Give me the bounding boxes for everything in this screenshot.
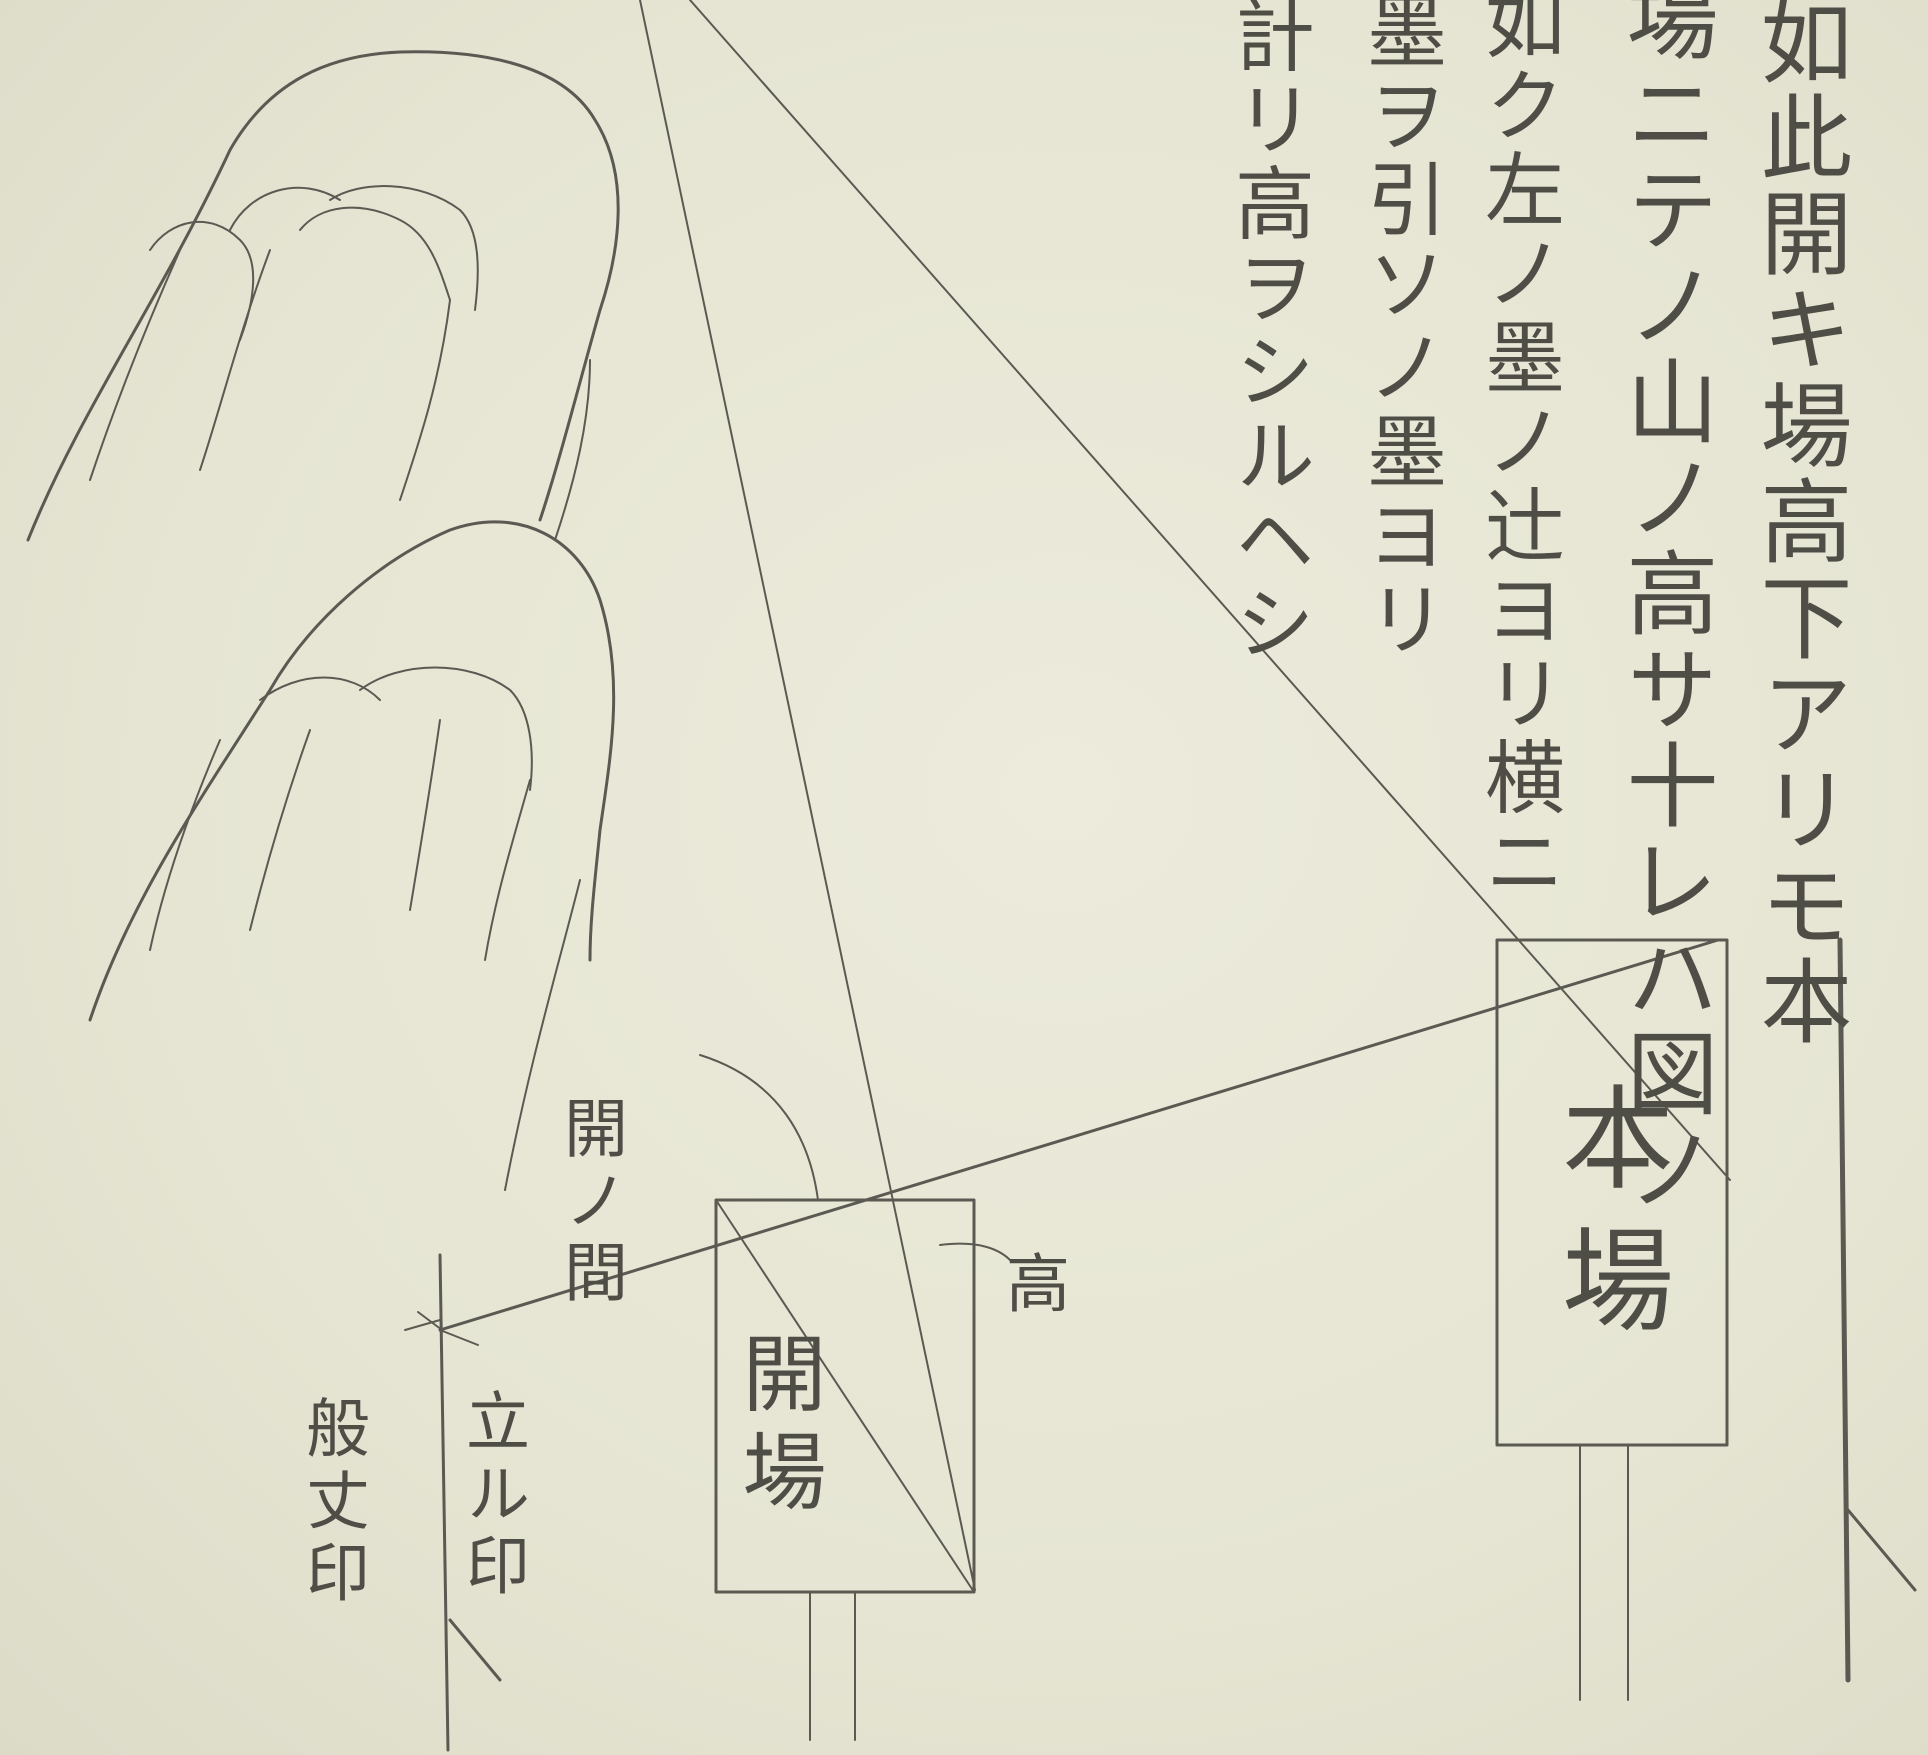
taka-bracket xyxy=(939,1242,1011,1261)
honba-marker xyxy=(1495,938,1729,1701)
text-column-1: 如此開キ場高下アリモ本 xyxy=(1745,0,1852,1050)
mountain-lower-hatch-5 xyxy=(484,779,531,961)
mountain-drawing xyxy=(26,50,620,1191)
hirakiba-label: 開場 xyxy=(729,1330,827,1526)
mountain-upper-ridge-2 xyxy=(229,186,341,231)
mountain-upper-hatch-1 xyxy=(89,249,181,481)
sight-line-to-hirakiba xyxy=(639,0,976,1591)
hirakiba-box xyxy=(714,1198,976,1594)
taka-label: 高 xyxy=(995,1250,1069,1322)
mountain-upper-ridge-3 xyxy=(299,206,451,301)
mountain-upper-hatch-2 xyxy=(199,249,271,471)
mountain-upper-outline xyxy=(26,50,620,542)
sight-line-to-honba xyxy=(689,0,1731,1181)
standing-mark-stroke-2 xyxy=(417,1311,443,1331)
mountain-lower-outline xyxy=(88,520,616,1022)
text-column-3: 如ク左ノ墨ノ辻ヨリ横ニ xyxy=(1472,0,1565,904)
hirakiba-diagonal xyxy=(715,1199,975,1593)
tatsuru-in-label: 立ル印 xyxy=(455,1388,529,1604)
hirakiba-gap-curve xyxy=(699,1054,819,1201)
mountain-upper-hatch-4 xyxy=(554,359,591,541)
right-staff-foot xyxy=(1846,1508,1917,1592)
text-column-2: 場ニテノ山ノ高サ十レハ図ノ xyxy=(1611,0,1718,1218)
hiraki-aida-label: 開ノ間 xyxy=(553,1095,627,1311)
standing-post xyxy=(438,1253,450,1752)
text-column-4: 墨ヲ引ソノ墨ヨリ xyxy=(1354,0,1447,662)
text-column-5: 計リ高ヲシルヘシ xyxy=(1222,0,1315,666)
leveling-line xyxy=(438,938,1720,1332)
mountain-lower-hatch-3 xyxy=(409,719,441,911)
hirakiba-marker xyxy=(699,1054,1011,1741)
mountain-lower-ridge-1 xyxy=(259,676,381,701)
mountain-lower-hatch-4 xyxy=(504,879,581,1191)
right-staff xyxy=(1837,937,1851,1683)
mountain-lower-hatch-1 xyxy=(149,739,221,951)
mountain-lower-ridge-2 xyxy=(359,666,533,791)
mountain-lower-hatch-2 xyxy=(249,729,311,931)
hannyo-in-label: 般丈印 xyxy=(295,1395,369,1611)
honba-box xyxy=(1495,938,1729,1447)
standing-post-foot xyxy=(448,1618,502,1682)
standing-mark-stroke-3 xyxy=(439,1329,479,1346)
standing-mark-stroke-1 xyxy=(404,1319,441,1331)
mountain-upper-hatch-3 xyxy=(399,299,451,501)
honba-label: 本場 xyxy=(1543,1080,1673,1364)
mountain-upper-ridge-4 xyxy=(329,185,479,311)
